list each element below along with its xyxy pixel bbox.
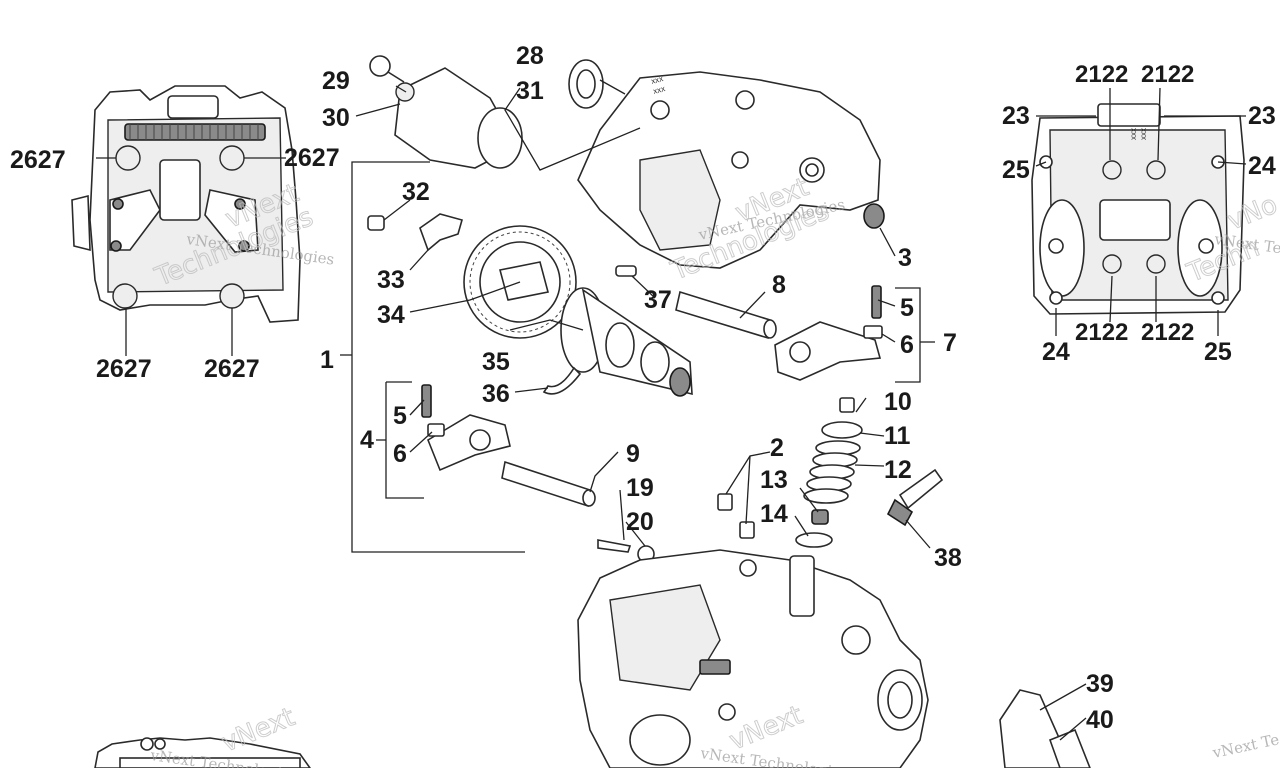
rocker-arm-4 [421, 384, 511, 472]
callout-5: 5 [393, 402, 407, 430]
svg-text:xxx: xxx [652, 84, 666, 96]
nut-6b [863, 325, 883, 339]
valve-seat-bl [1102, 254, 1122, 274]
callout-21-22: 2122 [1141, 319, 1194, 346]
callout-21-22: 2122 [1075, 61, 1128, 88]
clip-33 [419, 213, 463, 252]
callout-21-22: 2122 [1141, 61, 1194, 88]
valve-guide [789, 555, 815, 617]
keeper-10 [839, 397, 855, 413]
callout-12: 12 [884, 456, 912, 484]
clip-36 [542, 366, 582, 395]
callout-19: 19 [626, 474, 654, 502]
adjuster-screw-5b [871, 285, 882, 319]
callout-39: 39 [1086, 670, 1114, 698]
gear-teeth-lines [129, 124, 259, 140]
callout-26-27: 2627 [284, 144, 340, 172]
callout-23: 23 [1002, 102, 1030, 130]
callout-24: 24 [1042, 338, 1070, 366]
callout-24: 24 [1248, 152, 1276, 180]
retainer-11 [821, 421, 863, 439]
head-underside-view-right: xxx xxx [1031, 103, 1245, 315]
callout-25: 25 [1002, 156, 1030, 184]
callout-3: 3 [898, 244, 912, 272]
callout-36: 36 [482, 380, 510, 408]
plug-3 [863, 203, 885, 229]
valve-seat-br [1146, 254, 1166, 274]
svg-text:vNext Te: vNext Te [1210, 730, 1280, 762]
callout-4: 4 [360, 426, 374, 454]
callout-20: 20 [626, 508, 654, 536]
callout-5: 5 [900, 294, 914, 322]
valve-cap-tl [115, 145, 141, 171]
callout-8: 8 [772, 271, 786, 299]
thermostat-housing-39-40 [999, 689, 1091, 768]
bolt-29 [369, 55, 391, 77]
bolt-32 [367, 215, 385, 231]
callout-14: 14 [760, 500, 788, 528]
callout-9: 9 [626, 440, 640, 468]
head-top-view-left [71, 85, 301, 323]
spring-seat-14 [795, 532, 833, 548]
adjuster-screw-5a [421, 384, 432, 418]
callout-1: 1 [320, 346, 334, 374]
timing-gear-teeth [124, 123, 266, 141]
head-bottom-view-partial [94, 737, 311, 768]
dowel-2a [717, 493, 733, 511]
callout-6: 6 [393, 440, 407, 468]
callout-25: 25 [1204, 338, 1232, 366]
callout-26-27: 2627 [10, 146, 66, 174]
camshaft-35 [560, 287, 693, 397]
rocker-arm-7 [774, 285, 883, 381]
nut-6a [427, 423, 445, 437]
stamp-marks-right: xxx xxx [1129, 128, 1148, 140]
stamp-marks-center: xxx xxx [650, 74, 666, 96]
valve-seat-tl [1102, 160, 1122, 180]
valve-cap-bl [112, 283, 138, 309]
rocker-shaft-8 [675, 290, 771, 340]
callout-11: 11 [884, 422, 911, 450]
callout-21-22: 2122 [1075, 319, 1128, 346]
valve-spring-12 [803, 440, 861, 504]
callout-6: 6 [900, 331, 914, 359]
callouts: 2627 2627 2627 2627 1 4 5 6 29 30 31 28 … [10, 42, 1276, 734]
gasket-31 [477, 107, 523, 169]
callout-2: 2 [770, 434, 784, 462]
callout-32: 32 [402, 178, 430, 206]
callout-29: 29 [322, 67, 350, 95]
callout-7: 7 [943, 329, 957, 357]
svg-text:xxx: xxx [1139, 128, 1148, 140]
callout-33: 33 [377, 266, 405, 294]
cam-carrier: xxx xxx [577, 71, 881, 269]
tensioner-cover [369, 55, 523, 169]
leader-lines [96, 79, 1247, 741]
valve-cap-tr [219, 145, 245, 171]
callout-37: 37 [644, 286, 672, 314]
callout-38: 38 [934, 544, 962, 572]
valve-cap-br [219, 283, 245, 309]
callout-10: 10 [884, 388, 912, 416]
rocker-shaft-9 [501, 460, 591, 508]
stem-seal-13 [811, 509, 829, 525]
bolt-19 [597, 539, 632, 553]
callout-26-27: 2627 [96, 355, 152, 383]
callout-30: 30 [322, 104, 350, 132]
callout-35: 35 [482, 348, 510, 376]
callout-23: 23 [1248, 102, 1276, 130]
pin-37 [615, 265, 637, 277]
svg-text:xxx: xxx [650, 74, 664, 86]
valve-seat-tr [1146, 160, 1166, 180]
callout-40: 40 [1086, 706, 1114, 734]
callout-28: 28 [516, 42, 544, 70]
callout-31: 31 [516, 77, 544, 105]
spark-plug-38 [886, 468, 944, 527]
svg-text:xxx: xxx [1129, 128, 1138, 140]
dowel-2b [739, 521, 755, 539]
cylinder-head [577, 549, 929, 768]
callout-34: 34 [377, 301, 405, 329]
callout-13: 13 [760, 466, 788, 494]
callout-26-27: 2627 [204, 355, 260, 383]
